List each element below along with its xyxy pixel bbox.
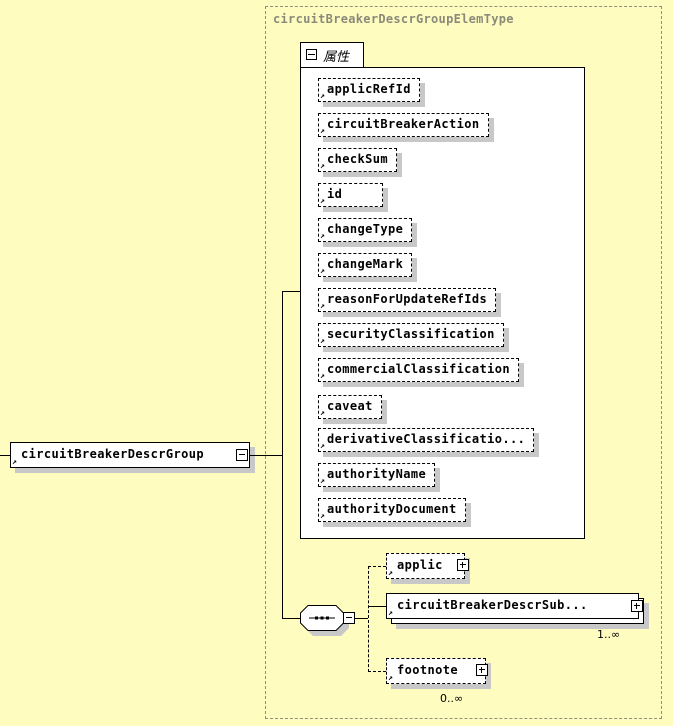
- applic-connector: [368, 566, 386, 567]
- footnote-connector: [368, 671, 386, 672]
- attribute-label: checkSum: [327, 152, 388, 166]
- child-element-circuit-breaker-descr-sub[interactable]: ↗ circuitBreakerDescrSub...: [386, 593, 639, 619]
- attribute-label: commercialClassification: [327, 362, 510, 376]
- reference-arrow-icon: ↗: [320, 336, 326, 345]
- child-element-applic[interactable]: ↗ applic: [386, 553, 465, 579]
- reference-arrow-icon: ↗: [320, 91, 326, 100]
- attribute-label: changeType: [327, 222, 404, 236]
- attribute-item[interactable]: ↗derivativeClassificatio...: [318, 428, 535, 452]
- reference-arrow-icon: ↗: [388, 673, 394, 682]
- attribute-label: reasonForUpdateRefIds: [327, 292, 488, 306]
- attribute-label: changeMark: [327, 257, 404, 271]
- attributes-label: 属性: [323, 50, 350, 65]
- circuit-breaker-sub-connector: [368, 606, 386, 607]
- attributes-tab[interactable]: 属性: [300, 42, 364, 68]
- applic-expand-toggle[interactable]: [457, 559, 469, 571]
- reference-arrow-icon: ↗: [388, 568, 394, 577]
- child-element-footnote[interactable]: ↗ footnote: [386, 658, 486, 684]
- attribute-label: authorityDocument: [327, 502, 457, 516]
- cardinality-label: 1..∞: [597, 628, 621, 641]
- root-element[interactable]: ↗ circuitBreakerDescrGroup: [10, 442, 250, 468]
- attribute-item[interactable]: ↗authorityName: [318, 463, 436, 487]
- attribute-item[interactable]: ↗checkSum: [318, 148, 397, 172]
- reference-arrow-icon: ↗: [320, 301, 326, 310]
- attribute-item[interactable]: ↗id: [318, 183, 383, 207]
- reference-arrow-icon: ↗: [320, 266, 326, 275]
- footnote-expand-toggle[interactable]: [476, 664, 488, 676]
- complex-type-frame: [265, 6, 662, 719]
- circuit-breaker-sub-expand-toggle[interactable]: [631, 600, 643, 612]
- root-collapse-toggle[interactable]: [236, 449, 248, 461]
- child-element-label: circuitBreakerDescrSub...: [397, 598, 588, 612]
- reference-arrow-icon: ↗: [320, 126, 326, 135]
- attribute-label: caveat: [327, 399, 373, 413]
- attribute-item[interactable]: ↗circuitBreakerAction: [318, 113, 489, 137]
- complex-type-title: circuitBreakerDescrGroupElemType: [273, 12, 514, 26]
- attribute-item[interactable]: ↗reasonForUpdateRefIds: [318, 288, 497, 312]
- attribute-item[interactable]: ↗applicRefId: [318, 78, 420, 102]
- reference-arrow-icon: ↗: [12, 457, 18, 466]
- reference-arrow-icon: ↗: [320, 231, 326, 240]
- attribute-item[interactable]: ↗caveat: [318, 395, 382, 419]
- reference-arrow-icon: ↗: [320, 441, 326, 450]
- root-connector-right: [249, 455, 282, 456]
- cardinality-label: 0..∞: [440, 692, 464, 705]
- attribute-label: authorityName: [327, 467, 427, 481]
- reference-arrow-icon: ↗: [320, 161, 326, 170]
- root-connector-left: [0, 455, 10, 456]
- sequence-branch-line: [368, 566, 369, 672]
- attribute-item[interactable]: ↗commercialClassification: [318, 358, 519, 382]
- reference-arrow-icon: ↗: [320, 408, 326, 417]
- child-element-label: footnote: [397, 663, 458, 677]
- attribute-item[interactable]: ↗changeType: [318, 218, 413, 242]
- reference-arrow-icon: ↗: [320, 196, 326, 205]
- sequence-out-connector: [355, 618, 368, 619]
- sequence-connector: [282, 618, 300, 619]
- attributes-connector: [282, 291, 300, 292]
- attribute-label: securityClassification: [327, 327, 495, 341]
- attribute-label: circuitBreakerAction: [327, 117, 480, 131]
- attribute-label: applicRefId: [327, 82, 411, 96]
- reference-arrow-icon: ↗: [320, 371, 326, 380]
- attribute-item[interactable]: ↗changeMark: [318, 253, 413, 277]
- reference-arrow-icon: ↗: [388, 608, 394, 617]
- reference-arrow-icon: ↗: [320, 476, 326, 485]
- trunk-line: [282, 291, 283, 618]
- attribute-label: derivativeClassificatio...: [327, 432, 526, 446]
- attribute-item[interactable]: ↗securityClassification: [318, 323, 504, 347]
- attribute-label: id: [327, 187, 343, 201]
- attributes-collapse-toggle[interactable]: [306, 49, 317, 60]
- sequence-compositor-icon[interactable]: [300, 605, 344, 631]
- child-element-label: applic: [397, 558, 443, 572]
- reference-arrow-icon: ↗: [320, 511, 326, 520]
- attribute-item[interactable]: ↗authorityDocument: [318, 498, 466, 522]
- sequence-collapse-toggle[interactable]: [343, 612, 355, 624]
- root-element-label: circuitBreakerDescrGroup: [21, 447, 204, 461]
